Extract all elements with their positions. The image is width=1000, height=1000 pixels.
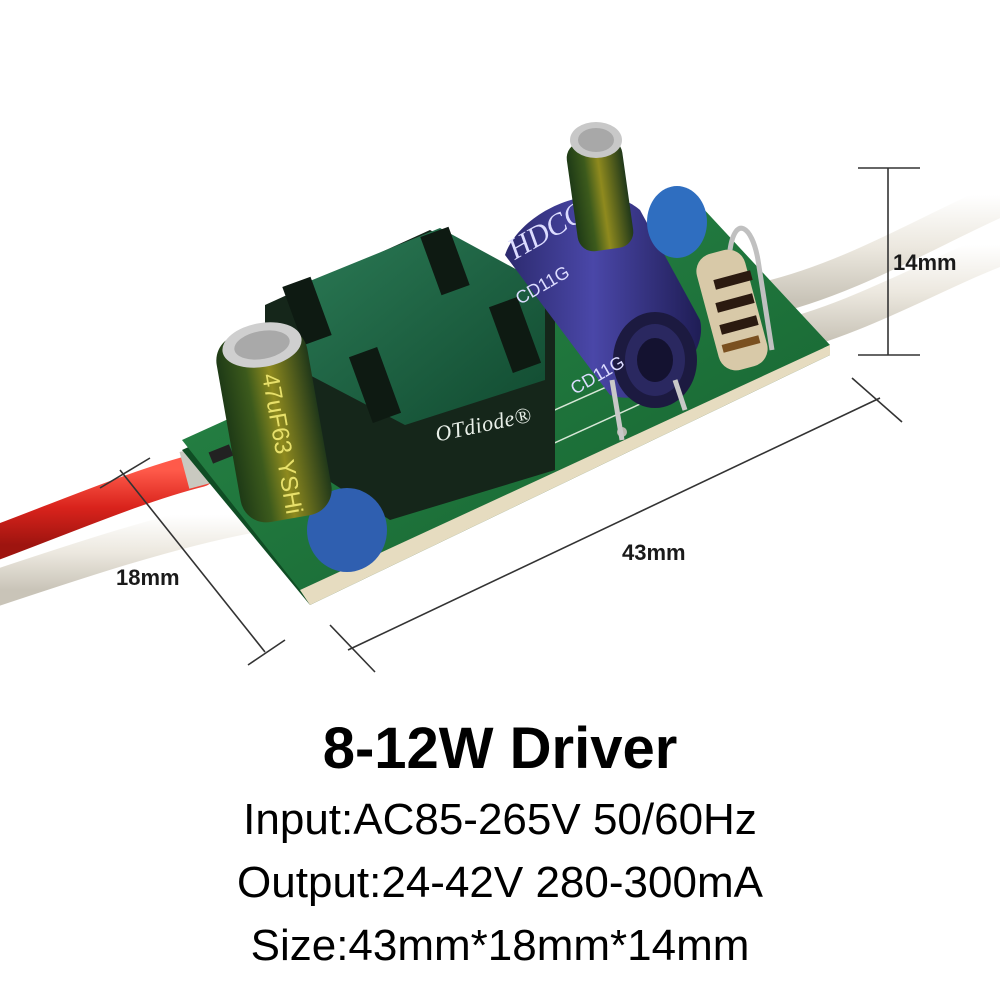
transformer [265, 226, 555, 520]
capacitor-small [566, 122, 634, 252]
product-photo: HDCC HD CD11G CD11G 47uF63 YSHi [0, 122, 1000, 673]
spec-size: Size:43mm*18mm*14mm [250, 921, 750, 970]
capacitor-left: 47uF63 YSHi [216, 322, 332, 523]
spec-input: Input:AC85-265V 50/60Hz [243, 795, 757, 844]
product-title: 8-12W Driver [322, 716, 678, 781]
spec-output: Output:24-42V 280-300mA [237, 858, 763, 907]
ceramic-capacitor-top [647, 186, 707, 258]
dimension-lines [99, 167, 920, 673]
height-dimension-label: 14mm [893, 250, 957, 275]
ceramic-capacitor-bottom [307, 488, 387, 572]
resistor [696, 225, 775, 371]
width-dimension-label: 18mm [116, 565, 180, 590]
length-dimension-label: 43mm [622, 540, 686, 565]
